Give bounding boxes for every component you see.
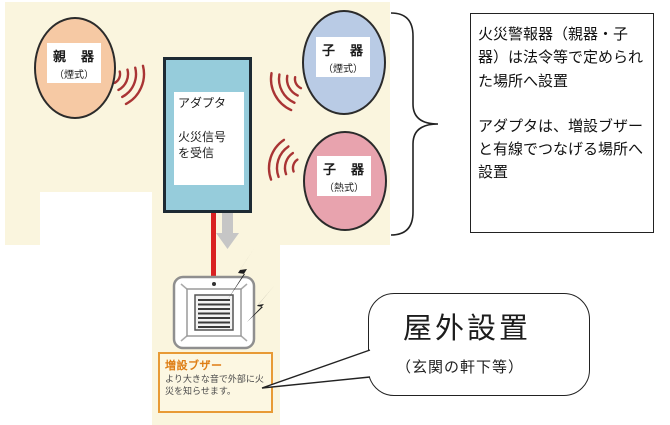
adapter-placement-note: アダプタは、増設ブザーと有線でつなげる場所へ設置 bbox=[478, 116, 644, 182]
child-device-heat-type: （熱式） bbox=[324, 182, 364, 194]
child-device-smoke-type: （煙式） bbox=[323, 63, 363, 75]
device-placement-note: 火災警報器（親器・子器）は法令等で定められた場所へ設置 bbox=[478, 25, 644, 90]
child-device-smoke-label: 子 器 （煙式） bbox=[316, 37, 370, 77]
callout-title: 屋外設置 bbox=[403, 311, 532, 345]
background-gap bbox=[40, 192, 152, 245]
callout-subtitle: （玄関の軒下等） bbox=[396, 358, 525, 376]
curly-brace bbox=[390, 12, 439, 236]
parent-device-type: （煙式） bbox=[54, 69, 94, 81]
callout-bubble: 屋外設置 （玄関の軒下等） bbox=[368, 293, 590, 396]
adapter-label: アダプタ 火災信号 を受信 bbox=[174, 92, 244, 185]
child-device-heat-name: 子 器 bbox=[322, 162, 365, 178]
buzzer-note-box: 増設ブザー より大きな音で外部に火災を知らせます。 bbox=[158, 352, 273, 413]
parent-device-label: 親 器 （煙式） bbox=[47, 43, 101, 83]
info-box: 火災警報器（親器・子器）は法令等で定められた場所へ設置 アダプタは、増設ブザーと… bbox=[470, 13, 654, 233]
parent-device-name: 親 器 bbox=[52, 49, 95, 65]
adapter-box: アダプタ 火災信号 を受信 bbox=[163, 57, 252, 213]
buzzer-description: より大きな音で外部に火災を知らせます。 bbox=[165, 375, 264, 397]
child-device-smoke-name: 子 器 bbox=[321, 43, 364, 59]
buzzer-title: 増設ブザー bbox=[165, 359, 223, 372]
child-device-heat-label: 子 器 （熱式） bbox=[317, 156, 371, 196]
